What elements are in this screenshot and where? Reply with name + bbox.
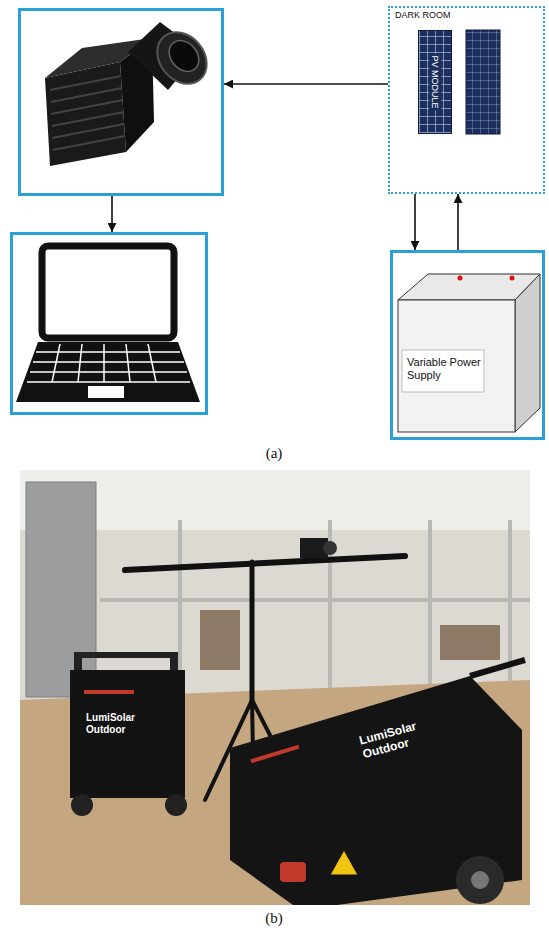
- camera-box: [18, 8, 224, 196]
- laptop-box: [10, 232, 208, 415]
- camera-lens: [323, 541, 337, 555]
- camera-lens-glass: [163, 35, 205, 78]
- subfigure-label: (b): [265, 910, 283, 927]
- arrow-connector: [457, 194, 459, 250]
- bench: [440, 625, 500, 660]
- photo: [20, 470, 530, 905]
- arrow-connector: [414, 194, 416, 250]
- trolley-unit: [230, 660, 525, 905]
- cabinet: [26, 482, 96, 697]
- controller-unit: [70, 652, 187, 816]
- laptop-illustration: [16, 246, 200, 402]
- module-label: PV MODULE: [429, 53, 441, 110]
- terminal: [510, 276, 515, 281]
- box-side: [515, 274, 540, 432]
- arrow-connector: [111, 196, 113, 232]
- arrow-connector: [224, 83, 388, 85]
- laptop-screen: [42, 246, 174, 338]
- power-supply-box: Variable Power Supply: [390, 250, 545, 440]
- terminal: [458, 276, 463, 281]
- pv-module: PV MODULE: [418, 30, 452, 134]
- laptop-touchpad: [88, 386, 124, 398]
- device-label: Variable Power Supply: [407, 356, 487, 381]
- device-label: LumiSolar Outdoor: [358, 714, 444, 762]
- laptop-keys: [27, 344, 190, 382]
- device-label: LumiSolar Outdoor: [86, 712, 150, 735]
- pv-module: [466, 30, 500, 134]
- camera-fins: [50, 76, 125, 150]
- bench: [200, 610, 240, 670]
- dark-room-box: PV MODULE DARK ROOM: [388, 6, 545, 194]
- camera-body: [45, 62, 126, 166]
- camera-lens: [147, 22, 217, 93]
- room-label: DARK ROOM: [395, 10, 451, 20]
- box-front: [398, 300, 515, 432]
- laptop-base: [16, 342, 200, 402]
- power-supply-illustration: [398, 274, 540, 432]
- camera-illustration: [45, 22, 217, 166]
- subfigure-label: (a): [266, 445, 283, 462]
